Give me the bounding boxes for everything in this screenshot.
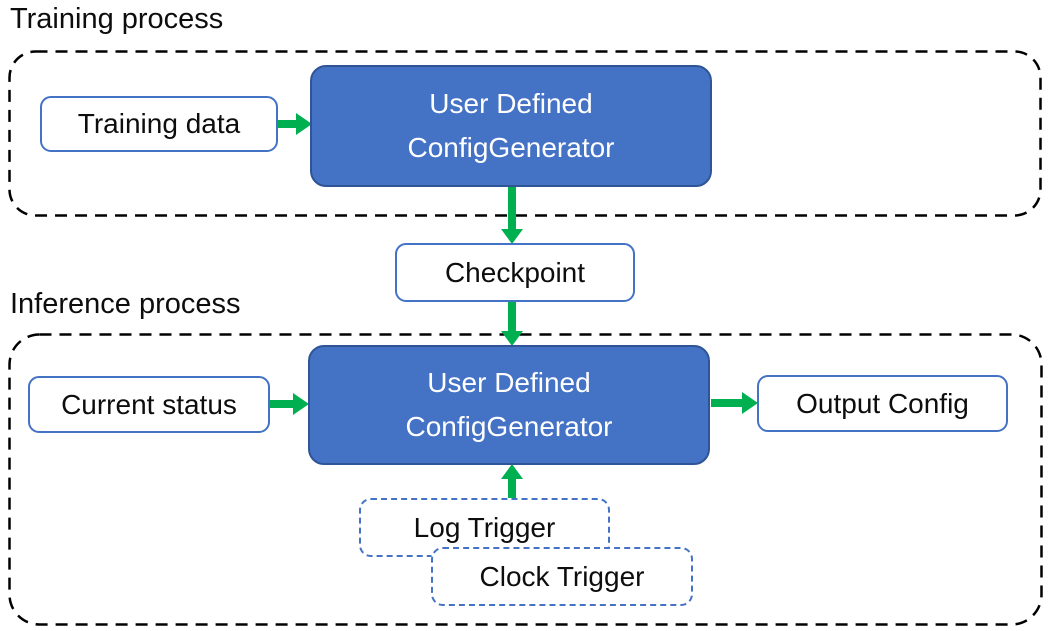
- output-config-node: Output Config: [757, 375, 1008, 432]
- arrow-head-right-icon: [293, 393, 309, 415]
- training-config-generator-node: User Defined ConfigGenerator: [310, 65, 712, 187]
- current-status-label: Current status: [61, 388, 237, 420]
- log-trigger-label: Log Trigger: [413, 511, 556, 543]
- arrow-head-down-icon: [501, 229, 523, 244]
- arrow-checkpoint-to-inference-generator: [501, 300, 523, 346]
- output-config-label: Output Config: [796, 387, 969, 419]
- training-section-label: Training process: [10, 3, 224, 35]
- training-generator-label-line1: User Defined: [429, 88, 593, 119]
- inference-config-generator-node: User Defined ConfigGenerator: [308, 345, 710, 465]
- arrow-shaft: [711, 399, 744, 407]
- current-status-node: Current status: [28, 376, 270, 433]
- training-data-label: Training data: [77, 108, 241, 139]
- checkpoint-node: Checkpoint: [395, 243, 635, 302]
- arrow-shaft: [277, 120, 298, 128]
- training-generator-label-line2: ConfigGenerator: [407, 132, 615, 163]
- training-dashed-container: [8, 50, 1042, 217]
- arrow-head-right-icon: [742, 392, 758, 414]
- arrow-triggers-to-generator: [501, 464, 523, 499]
- arrow-training-data-to-generator: [277, 113, 312, 135]
- arrow-head-up-icon: [501, 464, 523, 479]
- inference-generator-label-line2: ConfigGenerator: [405, 411, 613, 442]
- arrow-shaft: [508, 478, 516, 499]
- training-data-node: Training data: [40, 96, 278, 152]
- arrow-generator-to-checkpoint: [501, 186, 523, 244]
- clock-trigger-label: Clock Trigger: [479, 560, 645, 592]
- inference-generator-label-line1: User Defined: [427, 367, 591, 398]
- inference-dashed-container: [8, 333, 1043, 626]
- arrow-shaft: [508, 186, 516, 230]
- arrow-current-status-to-generator: [269, 393, 309, 415]
- inference-section-label: Inference process: [10, 288, 241, 320]
- arrow-generator-to-output-config: [711, 392, 758, 414]
- arrow-head-down-icon: [501, 331, 523, 346]
- checkpoint-label: Checkpoint: [444, 256, 586, 288]
- arrow-shaft: [269, 400, 295, 408]
- arrow-shaft: [508, 300, 516, 332]
- clock-trigger-node: Clock Trigger: [431, 547, 693, 606]
- arrow-head-right-icon: [296, 113, 312, 135]
